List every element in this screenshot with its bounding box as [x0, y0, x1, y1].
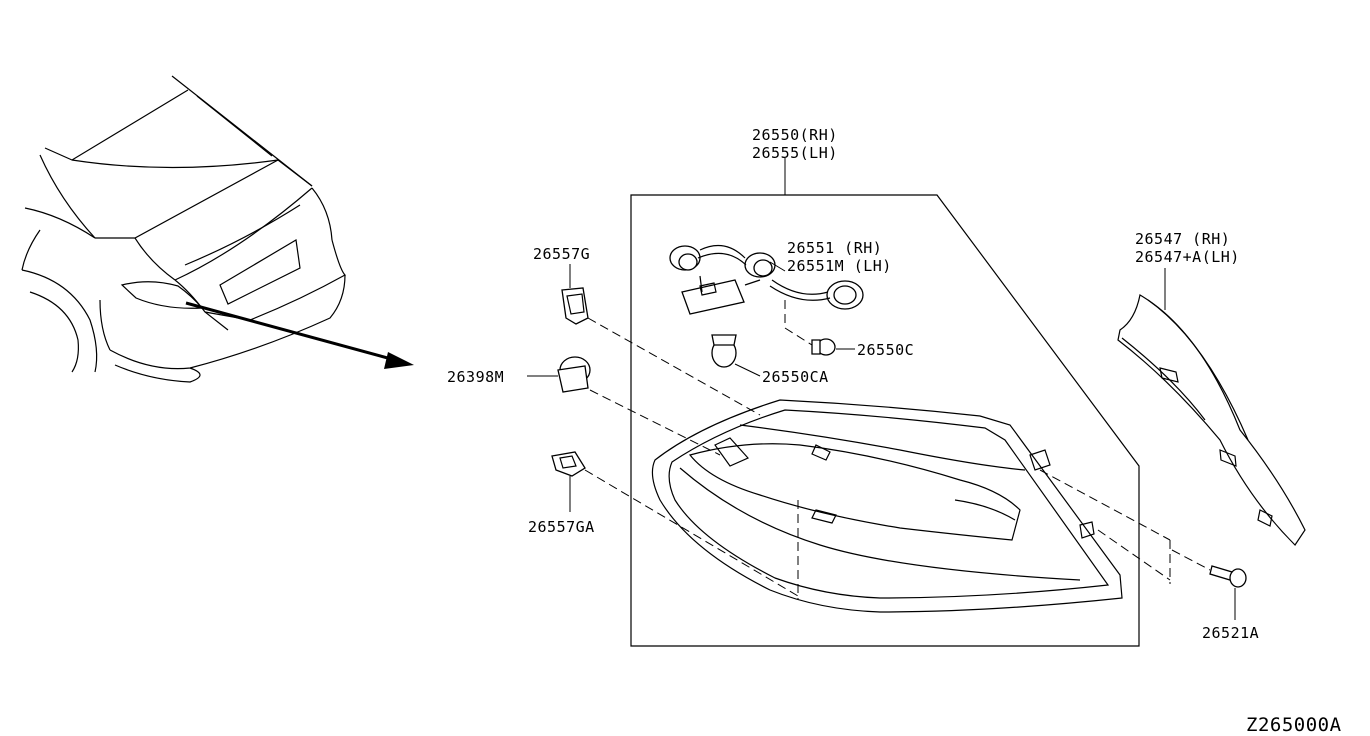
- label-clip-g: 26557G: [533, 245, 590, 263]
- label-socket-lh: 26551M (LH): [787, 257, 892, 275]
- label-screw: 26521A: [1202, 624, 1259, 642]
- leader-ca: [734, 363, 761, 377]
- car-rear-illustration: [21, 75, 414, 383]
- assembly-outline: [630, 194, 1140, 647]
- dash-clip-ga: [584, 469, 799, 597]
- clip-26557g: [561, 287, 589, 325]
- label-finisher-rh: 26547 (RH): [1135, 230, 1230, 248]
- label-clip-m: 26398M: [447, 368, 504, 386]
- dash-clip-g: [587, 317, 761, 416]
- label-main-assy-lh: 26555(LH): [752, 144, 838, 162]
- clip-26398m: [557, 356, 591, 393]
- label-bulb-c: 26550C: [857, 341, 914, 359]
- leader-dash-c2: [784, 327, 813, 346]
- finisher-26547: [1117, 294, 1306, 546]
- diagram-code: Z265000A: [1246, 714, 1342, 736]
- tail-lamp-lens: [651, 399, 1123, 613]
- dash-clip-m: [589, 389, 721, 456]
- screw-26521a: [1209, 565, 1247, 588]
- label-clip-ga: 26557GA: [528, 518, 595, 536]
- dash-screw-3: [1171, 549, 1211, 571]
- clip-26557ga: [551, 451, 586, 477]
- leader-socket: [769, 261, 786, 272]
- socket-harness: [669, 244, 864, 368]
- label-finisher-lh: 26547+A(LH): [1135, 248, 1240, 266]
- label-main-assy-rh: 26550(RH): [752, 126, 838, 144]
- dash-screw-2: [1097, 529, 1171, 581]
- label-bulb-ca: 26550CA: [762, 368, 829, 386]
- label-socket-rh: 26551 (RH): [787, 239, 882, 257]
- dash-screw-1: [1039, 469, 1171, 541]
